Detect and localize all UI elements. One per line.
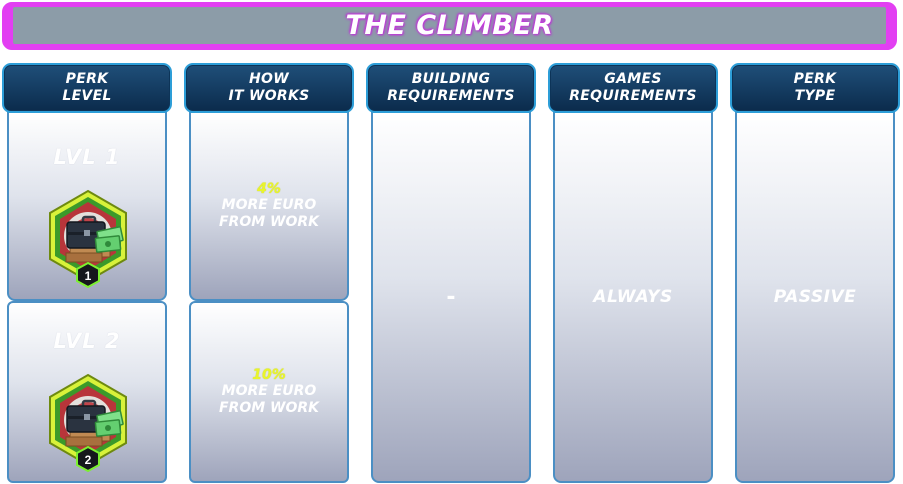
header-line-2: TYPE — [794, 88, 836, 104]
level-1-cell: LVL 1 1 — [7, 111, 167, 301]
header-line-1: PERK — [793, 71, 837, 87]
column-games-requirements: GAMES REQUIREMENTS ALWAYS — [548, 63, 718, 483]
column-perk-type: PERK TYPE PASSIVE — [730, 63, 900, 483]
level-1-effect-cell: 4% MORE EURO FROM WORK — [189, 111, 349, 301]
level-1-percent: 4% — [257, 181, 281, 197]
level-2-effect-cell: 10% MORE EURO FROM WORK — [189, 301, 349, 483]
level-2-desc-line-1: MORE EURO — [221, 383, 317, 399]
building-requirements-value: - — [446, 284, 456, 310]
games-requirements-value: ALWAYS — [593, 287, 673, 307]
badge-number-2: 2 — [85, 453, 92, 467]
level-1-desc-line-1: MORE EURO — [221, 197, 317, 213]
title-panel: THE CLIMBER — [13, 7, 886, 44]
briefcase-money-badge-icon: 1 — [46, 189, 130, 289]
games-requirements-cell: ALWAYS — [553, 111, 713, 483]
level-2-percent: 10% — [252, 367, 286, 383]
column-perk-level: PERK LEVEL LVL 1 1 LVL 2 2 — [2, 63, 172, 483]
header-games-requirements: GAMES REQUIREMENTS — [548, 63, 718, 113]
page-title: THE CLIMBER — [345, 10, 554, 41]
header-line-2: REQUIREMENTS — [569, 88, 697, 104]
header-perk-type: PERK TYPE — [730, 63, 900, 113]
header-line-1: HOW — [249, 71, 289, 87]
header-line-2: IT WORKS — [228, 88, 310, 104]
level-2-cell: LVL 2 2 — [7, 301, 167, 483]
title-bar: THE CLIMBER — [2, 2, 897, 50]
perk-type-value: PASSIVE — [773, 287, 857, 307]
perk-type-cell: PASSIVE — [735, 111, 895, 483]
header-how-it-works: HOW IT WORKS — [184, 63, 354, 113]
header-line-2: REQUIREMENTS — [387, 88, 515, 104]
column-building-requirements: BUILDING REQUIREMENTS - — [366, 63, 536, 483]
column-how-it-works: HOW IT WORKS 4% MORE EURO FROM WORK 10% … — [184, 63, 354, 483]
header-building-requirements: BUILDING REQUIREMENTS — [366, 63, 536, 113]
header-perk-level: PERK LEVEL — [2, 63, 172, 113]
header-line-1: BUILDING — [411, 71, 491, 87]
header-line-1: PERK — [65, 71, 109, 87]
building-requirements-cell: - — [371, 111, 531, 483]
level-2-desc-line-2: FROM WORK — [218, 400, 320, 416]
badge-number-1: 1 — [85, 269, 92, 283]
level-1-label: LVL 1 — [53, 145, 121, 169]
level-1-desc-line-2: FROM WORK — [218, 214, 320, 230]
level-2-label: LVL 2 — [53, 329, 121, 353]
header-line-1: GAMES — [604, 71, 662, 87]
briefcase-money-badge-icon: 2 — [46, 373, 130, 473]
header-line-2: LEVEL — [62, 88, 112, 104]
